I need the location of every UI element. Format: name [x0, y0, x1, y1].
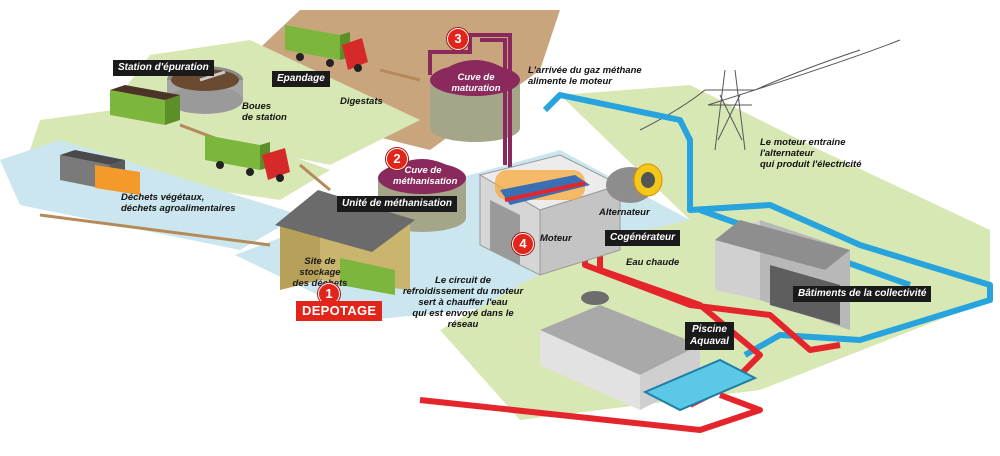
label-cogenerateur: Cogénérateur: [605, 230, 681, 246]
boues-line-2: de station: [242, 112, 287, 123]
flow-arrows: [39, 68, 421, 247]
truck-station: [205, 135, 290, 182]
step-2-badge: 2: [386, 148, 408, 170]
truck-epandage: [285, 25, 368, 72]
label-methane: L'arrivée du gaz méthane alimente le mot…: [528, 65, 642, 87]
step-1-badge: 1: [318, 283, 340, 305]
label-eau-chaude: Eau chaude: [626, 257, 680, 268]
label-circuit: Le circuit de refroidissement du moteur …: [398, 275, 528, 330]
label-alternateur-note: Le moteur entraine l'alternateur qui pro…: [760, 137, 862, 170]
arrow-digestats: [379, 68, 421, 82]
maturation-line-1: Cuve de: [457, 72, 495, 83]
methane-line-2: alimente le moteur: [528, 76, 612, 87]
stockage-line-1: Site de stockage: [299, 256, 341, 278]
circuit-line-4: qui est envoyé dans le réseau: [412, 308, 514, 330]
label-site-stockage: Site de stockage des déchets: [284, 256, 356, 289]
alternator: [606, 163, 663, 203]
circuit-line-2: refroidissement du moteur: [402, 286, 524, 297]
piscine-line-2: Aquaval: [690, 336, 729, 347]
label-cuve-maturation: Cuve de maturation: [446, 72, 506, 94]
alternateur-note-line-1: Le moteur entraine: [760, 137, 846, 148]
stockage-line-2: des déchets: [292, 278, 348, 289]
arrow-epandage: [299, 163, 331, 192]
dechets-containers: [60, 150, 140, 195]
label-boues-station: Boues de station: [242, 101, 287, 123]
label-piscine: Piscine Aquaval: [685, 322, 734, 350]
circuit-line-3: sert à chauffer l'eau: [418, 297, 508, 308]
alternateur-note-line-3: qui produit l'électricité: [760, 159, 862, 170]
label-depotage: DEPOTAGE: [296, 301, 383, 321]
circuit-line-1: Le circuit de: [435, 275, 491, 286]
label-cuve-methanisation: Cuve de méthanisation: [393, 165, 458, 187]
arrow-dechets: [39, 213, 271, 247]
methane-line-1: L'arrivée du gaz méthane: [528, 65, 642, 76]
label-moteur: Moteur: [540, 233, 572, 244]
label-digestats: Digestats: [340, 96, 383, 107]
station-epuration: [167, 66, 243, 114]
step-3-badge: 3: [447, 28, 469, 50]
dechets-line-2: déchets agroalimentaires: [121, 203, 236, 214]
methanisation-line-1: Cuve de: [404, 165, 442, 176]
pylon: [639, 39, 901, 151]
label-alternateur: Alternateur: [599, 207, 650, 218]
collectivity-building: [715, 220, 850, 330]
methanisation-line-2: méthanisation: [393, 176, 458, 187]
boues-container: [110, 85, 180, 125]
label-epandage: Epandage: [272, 71, 330, 87]
field-green-mid: [30, 105, 330, 200]
storage-building: [275, 190, 415, 295]
label-station-epuration: Station d'épuration: [113, 60, 214, 76]
dechets-line-1: Déchets végétaux,: [121, 192, 205, 203]
label-dechets: Déchets végétaux, déchets agroalimentair…: [121, 192, 236, 214]
label-unite-methanisation: Unité de méthanisation: [337, 196, 458, 212]
piscine-line-1: Piscine: [691, 324, 727, 335]
maturation-line-2: maturation: [451, 83, 501, 94]
alternateur-note-line-2: l'alternateur: [760, 148, 814, 159]
boues-line-1: Boues: [242, 101, 272, 112]
label-batiments: Bâtiments de la collectivité: [793, 286, 932, 302]
pool-building: [540, 291, 758, 412]
step-4-badge: 4: [512, 233, 534, 255]
gas-pipes: [428, 33, 512, 175]
